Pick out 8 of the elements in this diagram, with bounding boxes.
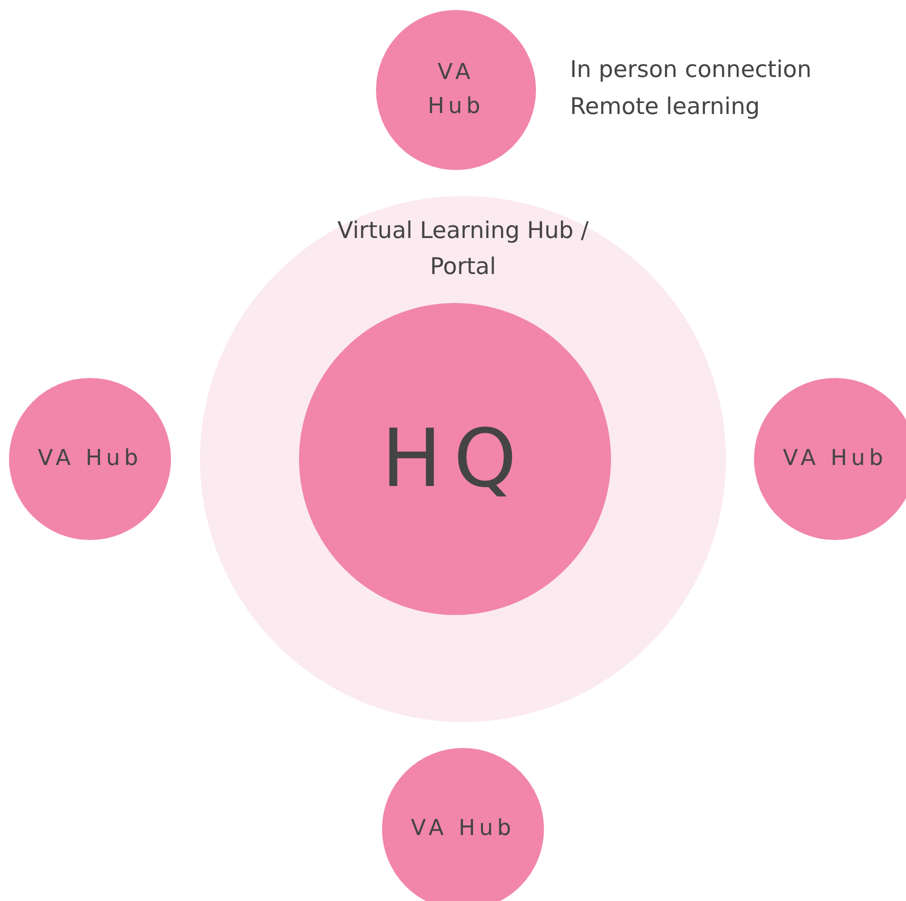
portal-heading: Virtual Learning Hub / Portal (336, 217, 590, 282)
hub-label: VA Hub (782, 444, 888, 473)
hq-label: HQ (381, 411, 529, 507)
hub-label: VA Hub (426, 58, 486, 121)
hub-label: VA Hub (410, 814, 516, 843)
hub-label: VA Hub (38, 444, 142, 473)
note-text: Remote learning (570, 94, 760, 120)
note-text: In person connection (570, 57, 812, 83)
